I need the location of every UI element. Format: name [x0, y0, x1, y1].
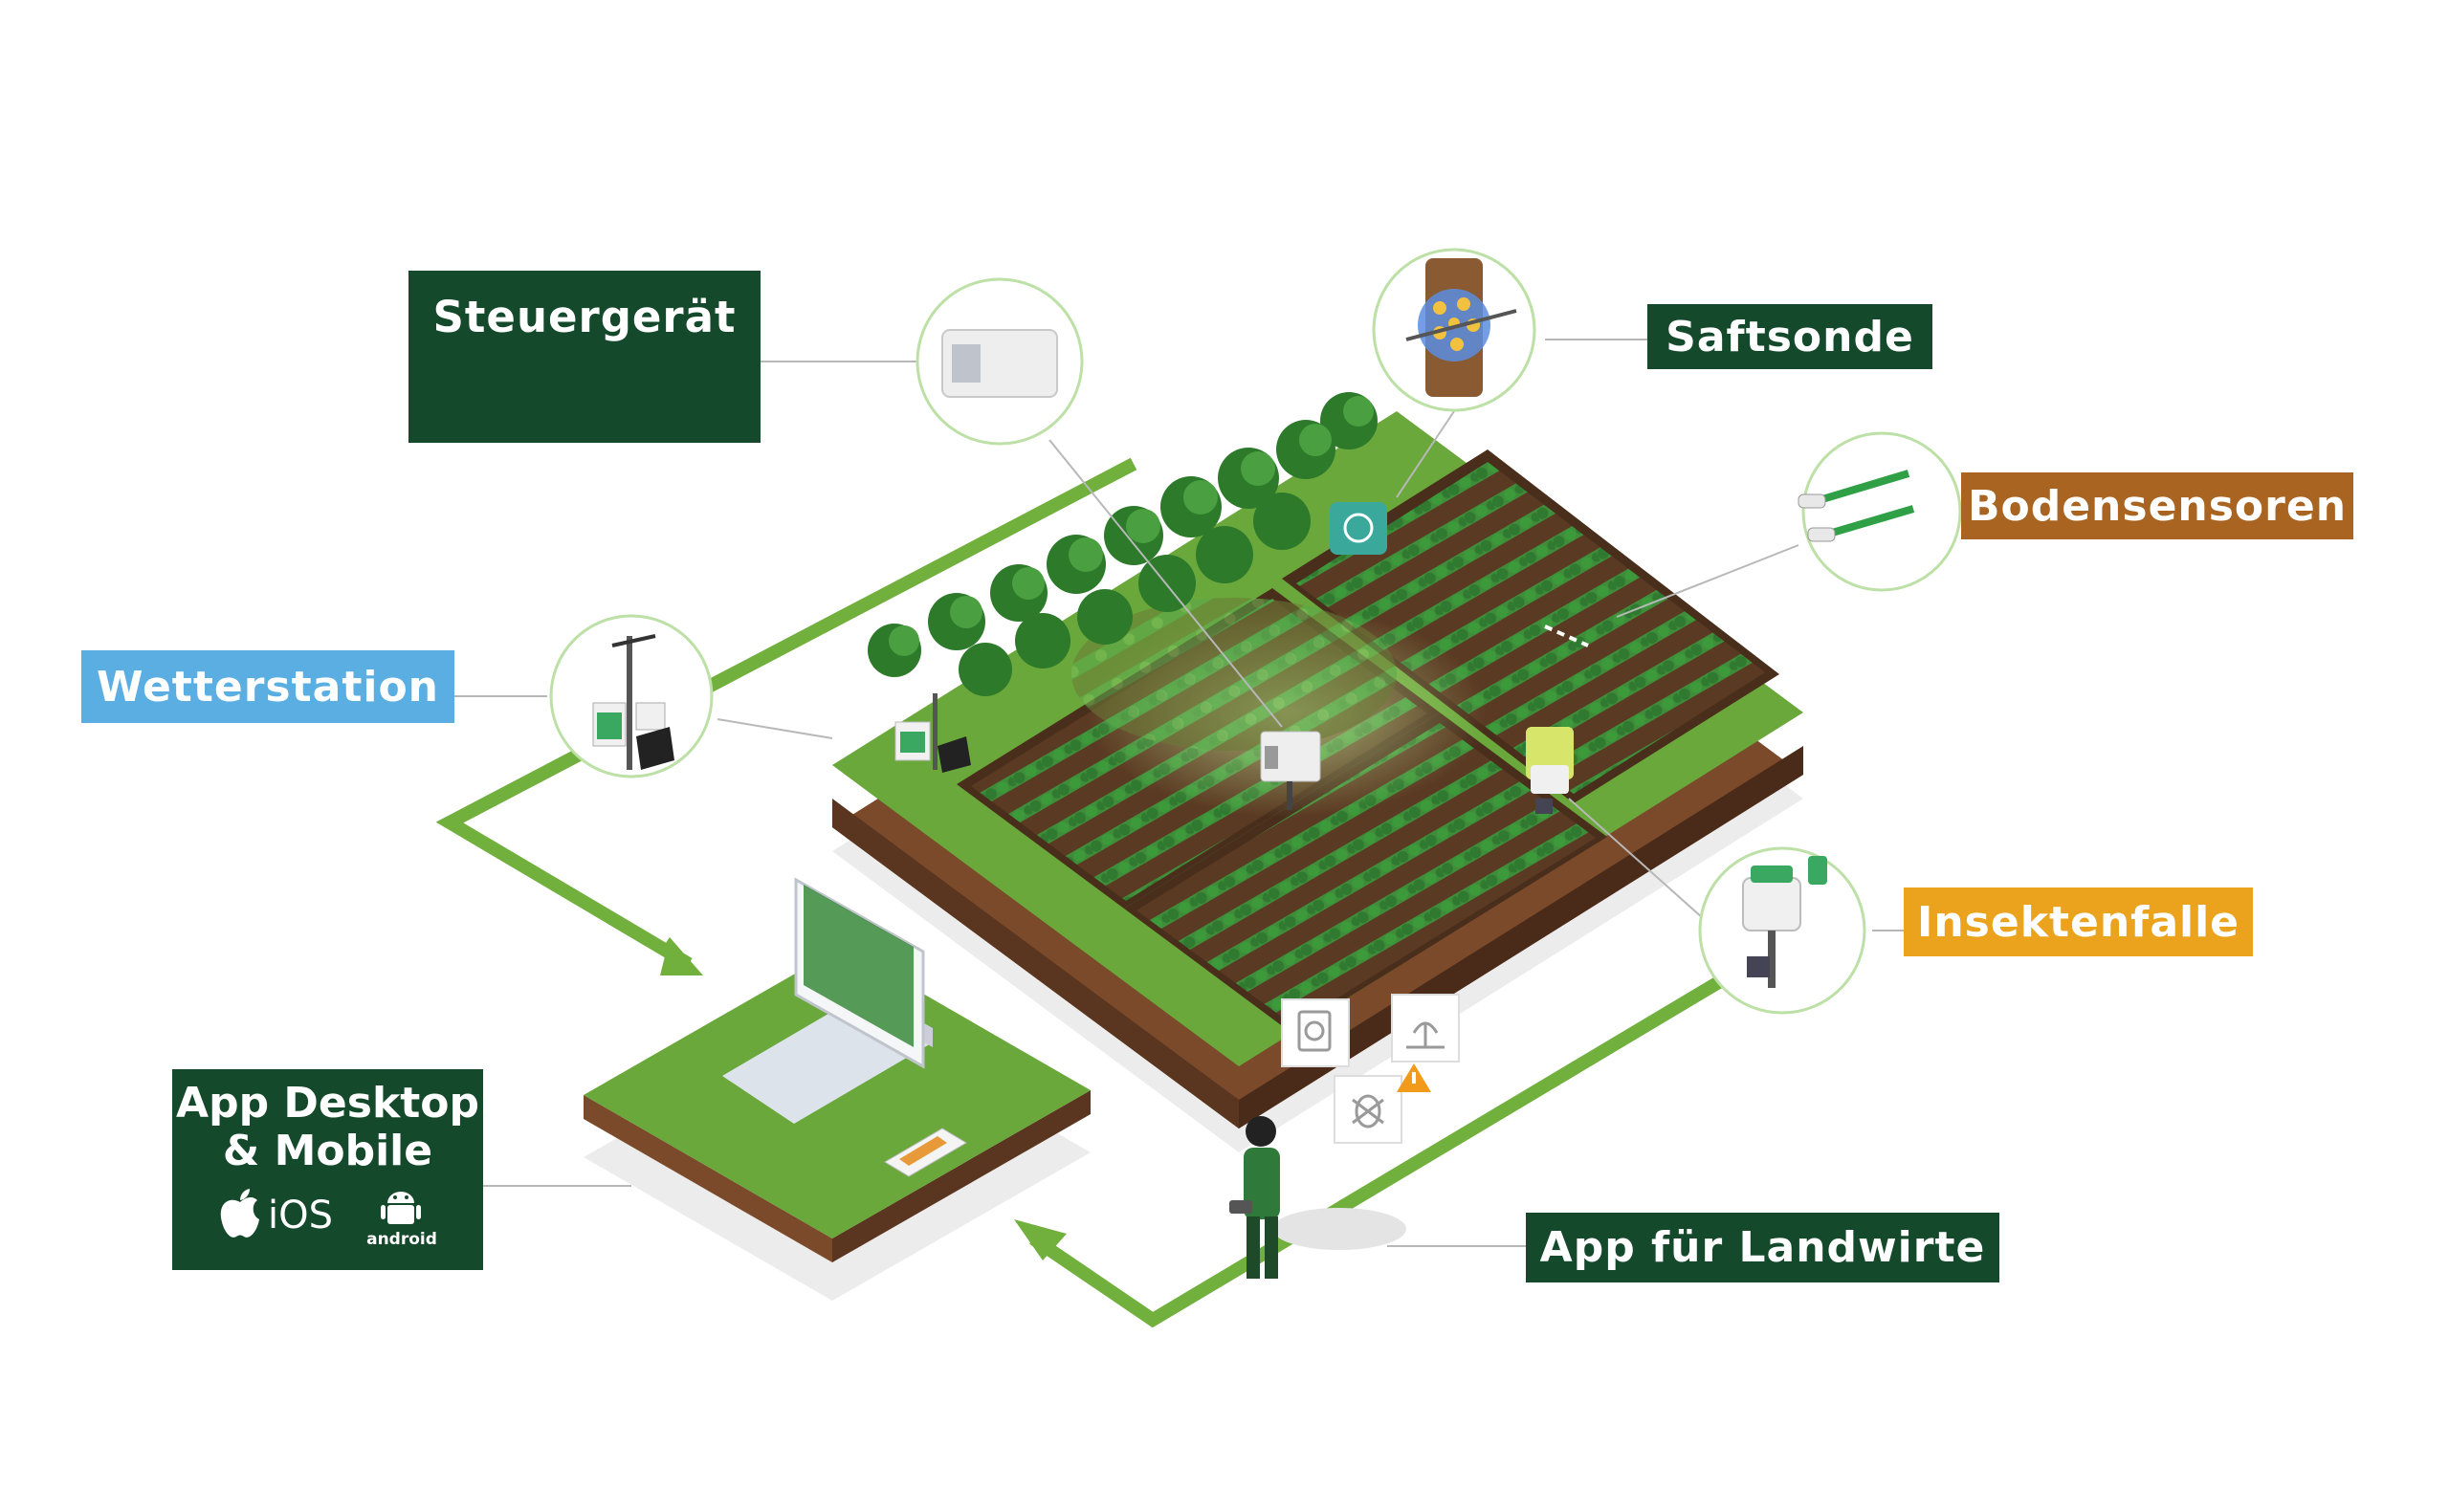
- field-platform: [832, 411, 1803, 1152]
- fertilizer-icon: [1297, 1010, 1332, 1052]
- alert-icons: [1281, 994, 1460, 1144]
- warning-icon: [1397, 1063, 1431, 1092]
- bodensensoren-label: Bodensensoren: [1961, 472, 2353, 539]
- soil-sensor-probes: [1798, 470, 1915, 542]
- ios-label: iOS: [268, 1194, 333, 1238]
- insect-trap-device: [1742, 856, 1827, 988]
- farmer-figure: [1229, 1116, 1406, 1279]
- steuergeraet-card: Steuergerät: [408, 271, 761, 443]
- app-platform: [584, 877, 1091, 1301]
- android-label: android: [366, 1230, 437, 1249]
- tree-line: [868, 392, 1378, 696]
- saftsonde-label: Saftsonde: [1647, 304, 1932, 369]
- leader-lines: [454, 339, 1961, 1247]
- app-desktop-card: App Desktop & Mobile iOS android: [172, 1069, 483, 1270]
- app-landwirte-label: App für Landwirte: [1526, 1213, 1999, 1282]
- flow-arrows: [435, 457, 1726, 1328]
- weather-station-device: [592, 634, 674, 770]
- steuergeraet-label: Steuergerät: [432, 292, 737, 342]
- soil-sensor-circle: [1801, 431, 1962, 592]
- wetterstation-label: Wetterstation: [81, 650, 454, 723]
- app-desktop-title-line2: & Mobile: [222, 1127, 433, 1175]
- pest-icon: [1352, 1094, 1384, 1129]
- apple-icon: [220, 1189, 259, 1238]
- android-icon: [381, 1192, 421, 1224]
- irrigation-icon: [1406, 1021, 1445, 1049]
- app-desktop-title-line1: App Desktop: [176, 1079, 479, 1128]
- insektenfalle-label: Insektenfalle: [1904, 887, 2253, 956]
